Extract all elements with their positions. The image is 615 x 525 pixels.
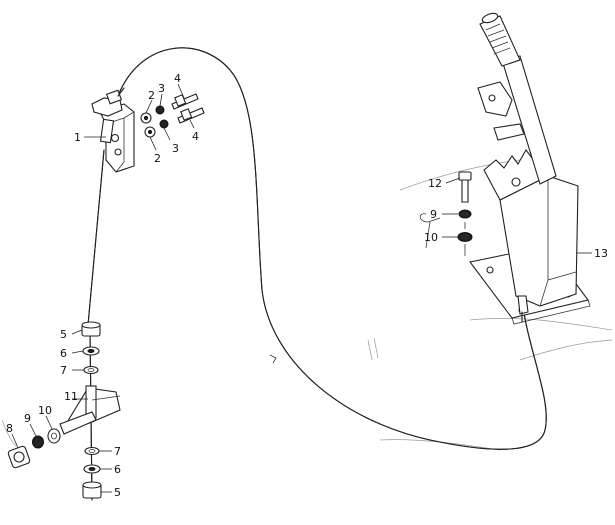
callout-13: 13 — [594, 247, 608, 260]
brake-cable — [87, 47, 547, 450]
callout-7-upper: 7 — [60, 364, 67, 377]
bolt-12-head — [458, 171, 472, 181]
callout-12: 12 — [428, 177, 442, 190]
callout-4-upper: 4 — [174, 72, 181, 85]
callout-1: 1 — [74, 131, 81, 144]
callout-10-left: 10 — [38, 404, 52, 417]
callout-10-right: 10 — [424, 231, 438, 244]
lockwasher-9 — [32, 435, 44, 449]
lockwasher-3-upper — [155, 105, 165, 115]
hand-brake-lever-part-13 — [469, 12, 591, 325]
callout-labels: 1 2 2 3 3 4 4 5 5 6 6 7 7 8 9 9 10 10 11… — [6, 72, 608, 499]
callout-6-lower: 6 — [114, 463, 121, 476]
callout-3-upper: 3 — [158, 82, 165, 95]
washer-10-right — [457, 232, 473, 242]
lever-grip — [479, 15, 521, 67]
callout-8: 8 — [6, 422, 13, 435]
leader-lines — [11, 83, 592, 493]
washer-7-upper — [83, 365, 99, 375]
washer-7-lower — [84, 446, 100, 456]
callout-2-upper: 2 — [148, 89, 155, 102]
callout-4-lower: 4 — [192, 130, 199, 143]
lockwasher-9-right — [458, 209, 472, 219]
callout-11: 11 — [64, 390, 78, 403]
background-construction-lines — [1, 159, 613, 451]
callout-7-lower: 7 — [114, 445, 121, 458]
bracket-fasteners — [140, 93, 205, 138]
lever-mount-fasteners — [419, 171, 473, 256]
callout-6-upper: 6 — [60, 347, 67, 360]
callout-9-left: 9 — [24, 412, 31, 425]
callout-2-lower: 2 — [154, 152, 161, 165]
lockwasher-3-lower — [159, 119, 169, 129]
callout-9-right: 9 — [430, 208, 437, 221]
lower-clevis-assembly — [7, 321, 121, 501]
callout-5-upper: 5 — [60, 328, 67, 341]
cable-bracket-part-1 — [91, 87, 135, 173]
callout-5-lower: 5 — [114, 486, 121, 499]
callout-3-lower: 3 — [172, 142, 179, 155]
washer-10 — [47, 428, 61, 444]
